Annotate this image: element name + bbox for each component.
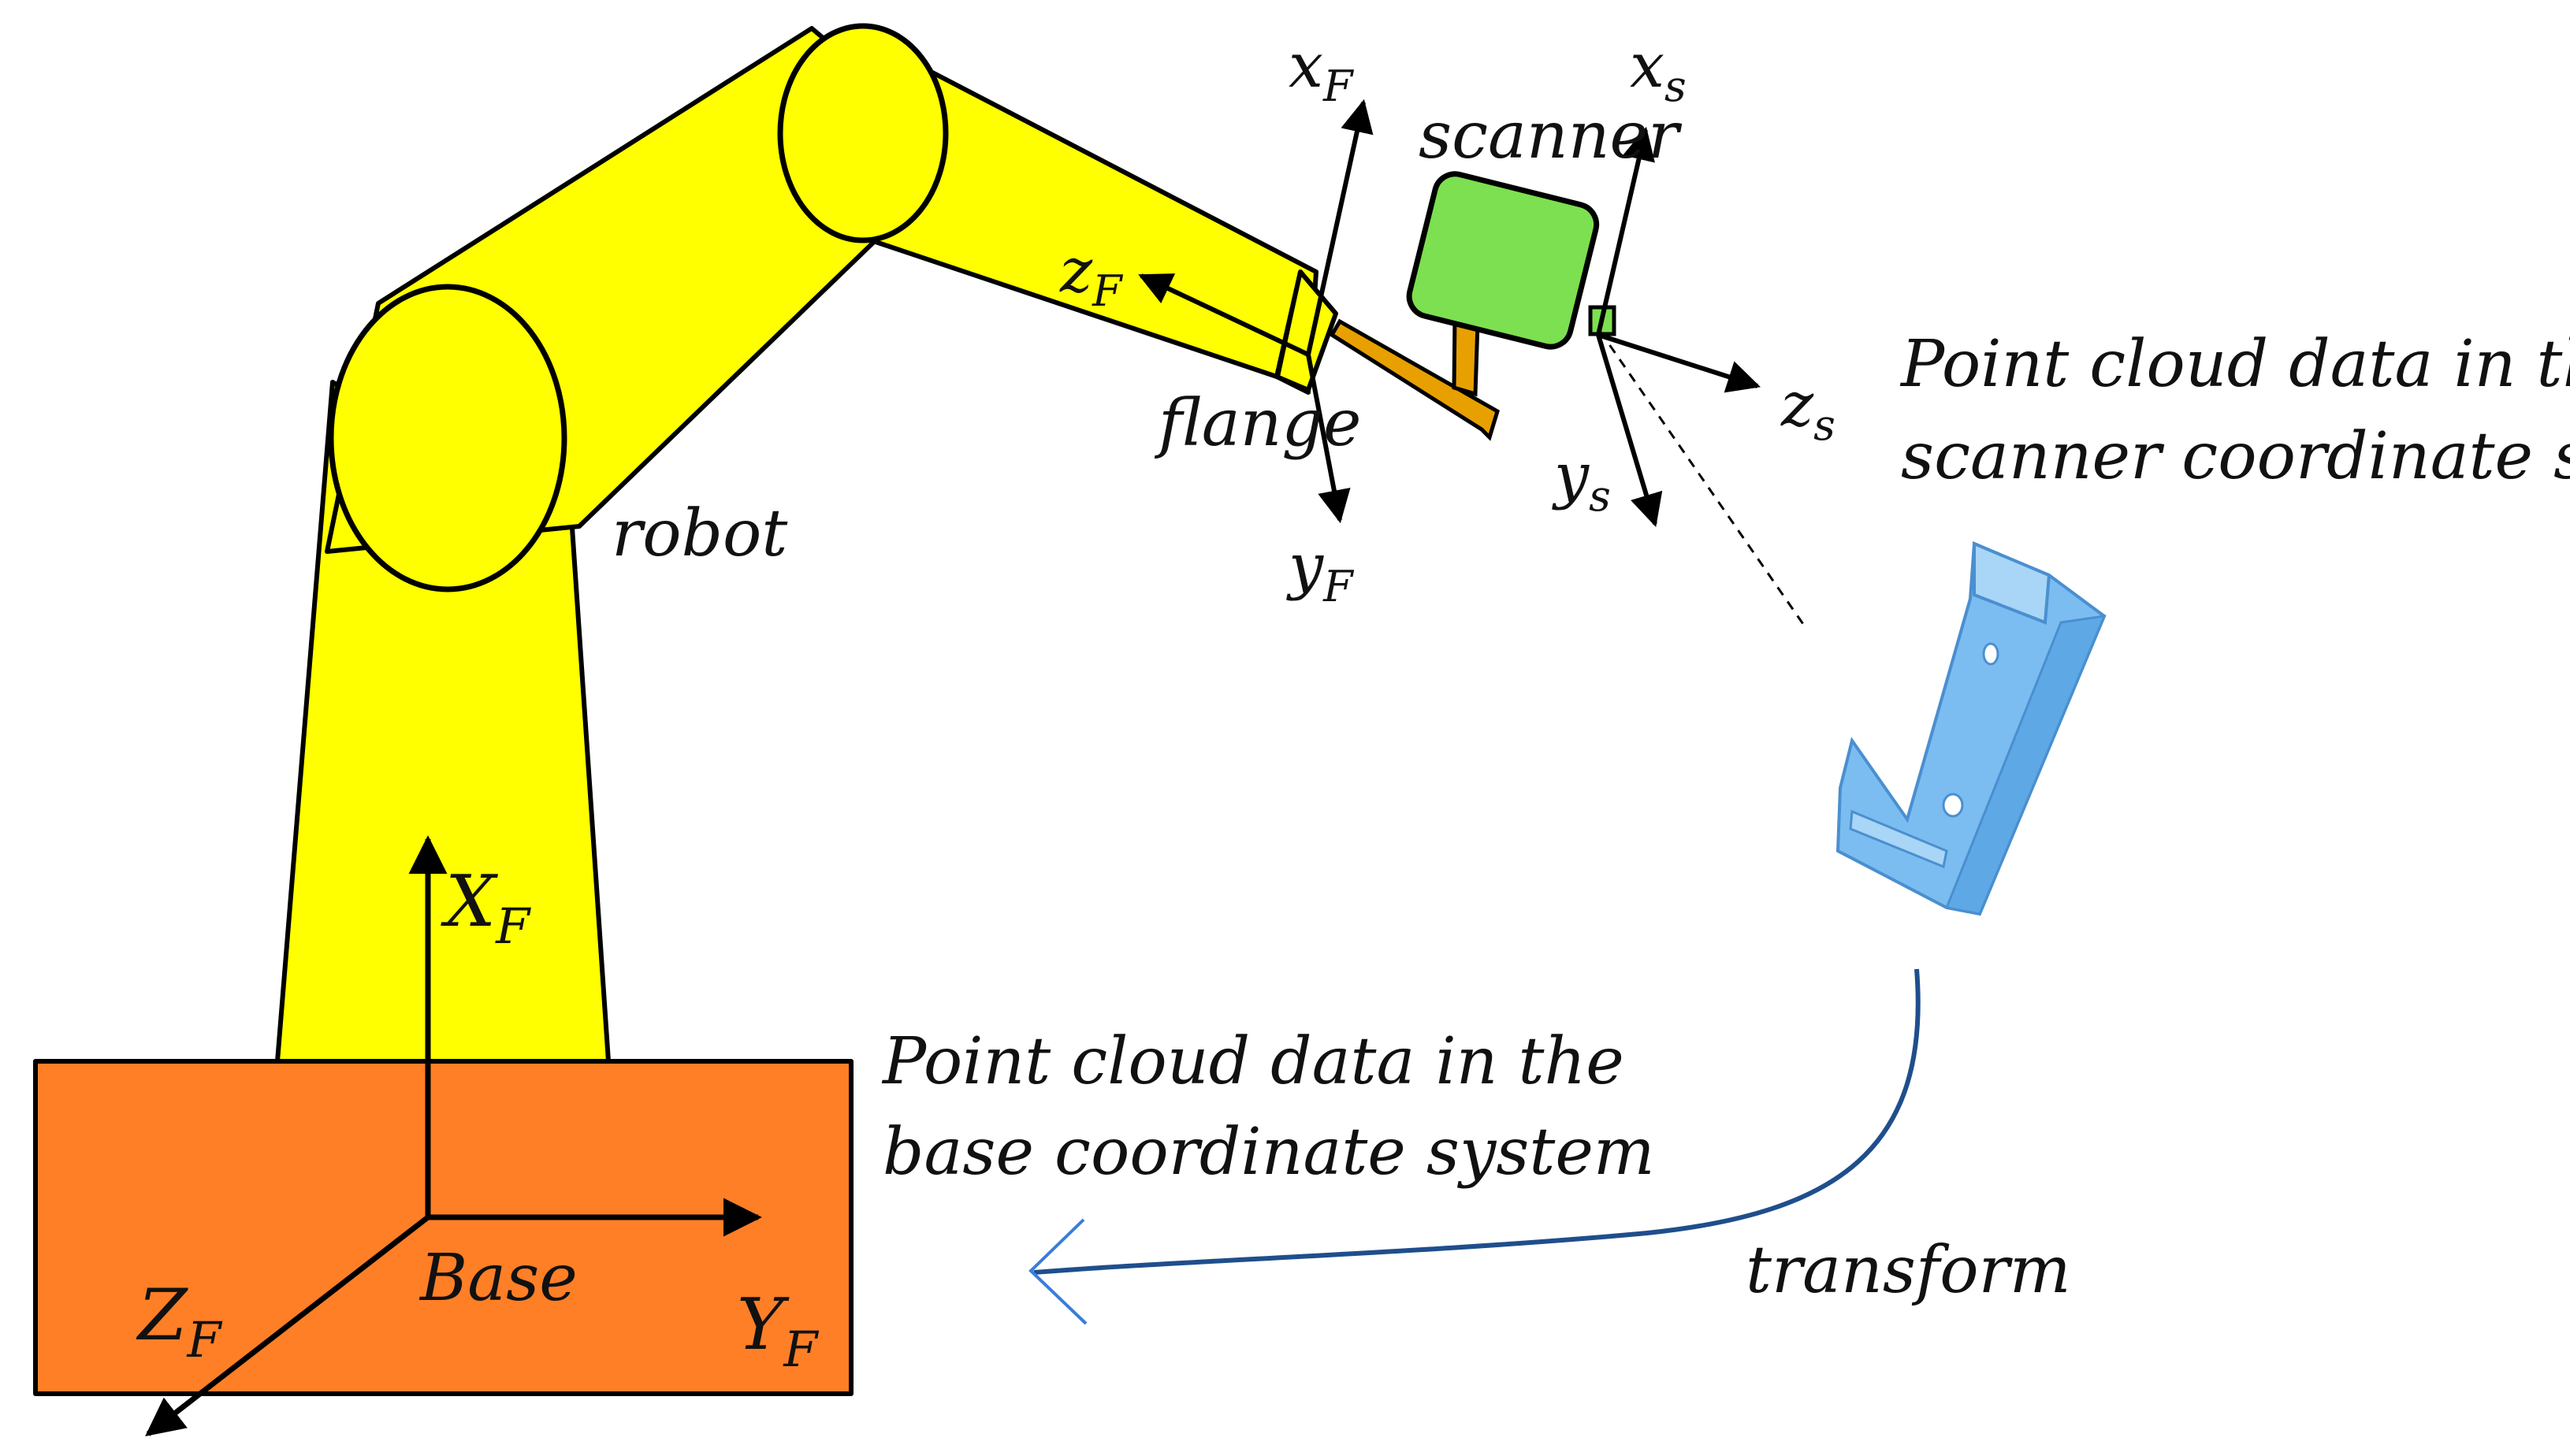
base-z-label: ZF <box>136 1274 223 1369</box>
base-axes <box>145 835 762 1437</box>
scanner-note-line1: Point cloud data in the <box>1899 327 2570 402</box>
base-note-line1: Point cloud data in the <box>881 1024 1624 1099</box>
mount-horizontal-bar <box>1329 318 1500 441</box>
transform-label: transform <box>1746 1233 2071 1308</box>
scanner-y-label: ys <box>1552 440 1611 521</box>
robot-shoulder-joint <box>328 284 567 592</box>
scanner-x-axis-arrow <box>1596 126 1655 336</box>
flange-z-axis-arrow <box>1138 273 1310 357</box>
scanner-assembly <box>1329 171 1616 441</box>
scanner-axes <box>1596 126 1806 627</box>
scanner-z-label: zs <box>1780 370 1835 450</box>
flange-x-axis-arrow <box>1306 98 1374 355</box>
base-note-line2: base coordinate system <box>883 1115 1655 1190</box>
labels: robot scanner flange Base transform Poin… <box>136 31 2570 1378</box>
scanner-body <box>1406 171 1600 350</box>
base-y-label: YF <box>737 1283 819 1378</box>
robot-arm <box>33 23 1338 1396</box>
scanner-beam-dashed <box>1598 330 1806 627</box>
robot-label: robot <box>612 496 788 571</box>
base-z-axis-arrow <box>145 1215 430 1437</box>
flange-y-axis-arrow <box>1306 354 1351 524</box>
scanner-note-line2: scanner coordinate system <box>1901 419 2570 494</box>
robot-elbow-joint <box>777 23 949 243</box>
flange-x-label: xF <box>1289 31 1355 111</box>
point-cloud-part <box>1835 540 2107 916</box>
flange-axes <box>1138 98 1374 524</box>
robot-base-block <box>33 1059 854 1396</box>
scanner-y-axis-arrow <box>1596 334 1663 528</box>
flange-z-label: zF <box>1059 236 1124 316</box>
transform-curve <box>1033 968 1921 1275</box>
flange-label: flange <box>1154 386 1361 461</box>
transform-arrow <box>1028 968 1921 1325</box>
scanner-z-axis-arrow <box>1597 332 1761 393</box>
scanner-label: scanner <box>1419 98 1683 173</box>
base-label: Base <box>418 1241 578 1316</box>
flange-y-label: yF <box>1286 531 1355 611</box>
scanner-x-label: xs <box>1630 31 1687 111</box>
base-x-label: XF <box>441 860 531 955</box>
transform-arrowhead <box>1028 1218 1088 1325</box>
